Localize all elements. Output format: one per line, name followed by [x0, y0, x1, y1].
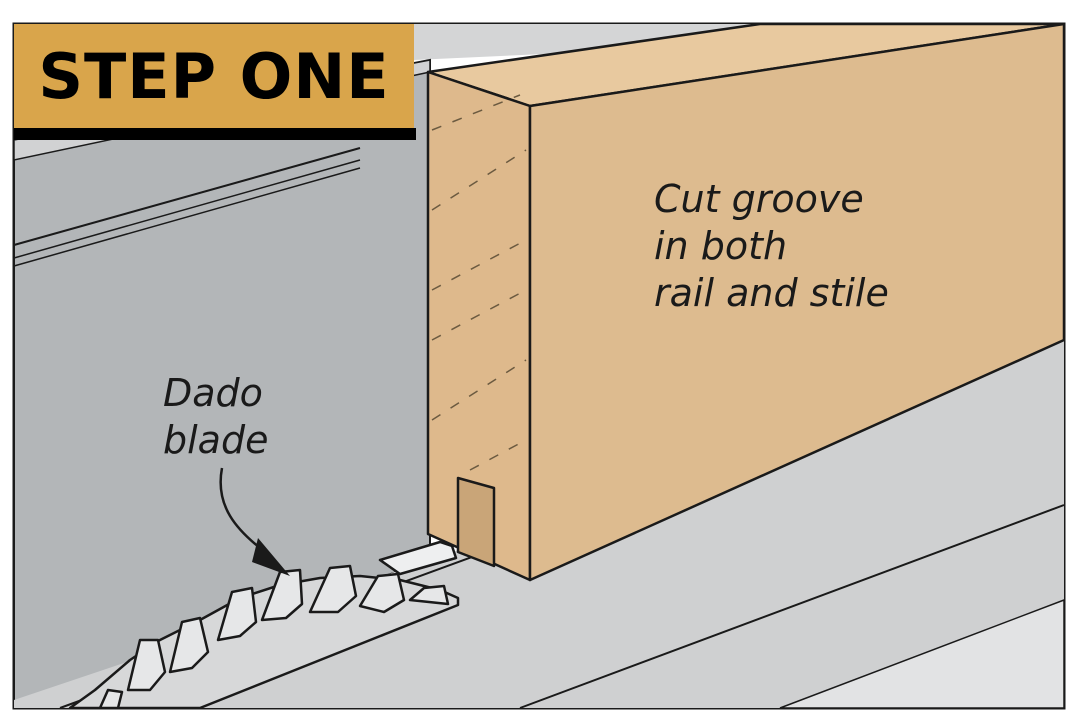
blade-tooth [358, 572, 406, 614]
step-banner-underline [14, 128, 416, 140]
blade-callout: Dado blade [163, 370, 268, 464]
arrowhead-icon [252, 538, 290, 576]
groove-callout: Cut groove in both rail and stile [654, 176, 889, 317]
blade-tooth [260, 568, 304, 622]
blade-callout-line: blade [163, 418, 269, 462]
step-title: STEP ONE [38, 39, 390, 113]
blade-tooth [216, 586, 258, 642]
table-miter-slot [519, 504, 1065, 709]
groove-notch [456, 476, 496, 568]
step-banner [14, 24, 414, 128]
blade-tooth [408, 584, 450, 606]
fence-groove-line [13, 167, 361, 267]
blade-tooth [98, 688, 124, 710]
groove-callout-line: rail and stile [654, 271, 889, 315]
blade-tooth [126, 638, 167, 692]
end-grain-lines [431, 94, 527, 471]
blade-tooth [308, 564, 358, 614]
dado-blade [68, 540, 460, 710]
groove-callout-line: in both [654, 224, 788, 268]
blade-tooth [168, 616, 210, 674]
table-front-strip [779, 598, 1065, 709]
blade-flat [378, 540, 458, 576]
blade-callout-line: Dado [163, 371, 263, 415]
groove-callout-line: Cut groove [654, 177, 864, 221]
workpiece-face [528, 22, 1066, 582]
fence-groove-line [13, 147, 361, 246]
fence-groove-line [13, 159, 361, 259]
